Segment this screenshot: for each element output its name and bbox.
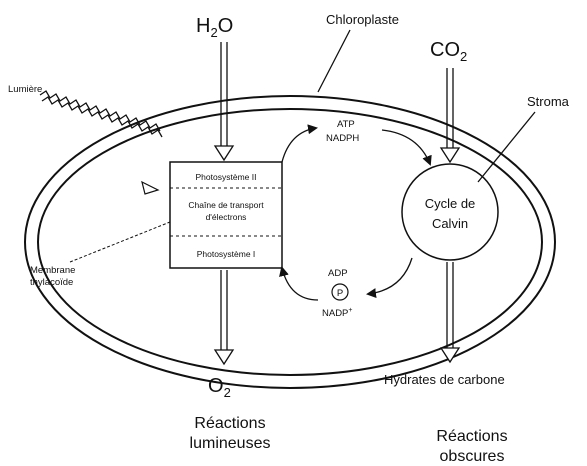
arrow-to-atp bbox=[281, 124, 318, 163]
reactions-obscures-line2: obscures bbox=[440, 448, 505, 465]
calvin-cycle-label-line1: Cycle de bbox=[425, 196, 476, 211]
co2-input-arrow bbox=[439, 68, 461, 164]
h2o-input-arrow bbox=[213, 42, 235, 162]
hydrates-label: Hydrates de carbone bbox=[384, 372, 505, 387]
photosysteme-ii-label: Photosystème II bbox=[196, 172, 257, 182]
phosphate-label: P bbox=[337, 288, 343, 299]
h2o-label: H2O bbox=[196, 15, 233, 40]
reactions-obscures-line1: Réactions bbox=[436, 428, 507, 445]
calvin-cycle-label-line2: Calvin bbox=[432, 216, 468, 231]
co2-label: CO2 bbox=[430, 39, 467, 64]
arrow-calvin-to-adp bbox=[366, 257, 413, 299]
arrow-atp-to-calvin bbox=[381, 129, 432, 166]
chloroplaste-leader bbox=[317, 29, 351, 93]
light-wave-arrow bbox=[39, 90, 163, 195]
reactions-lumineuses-line2: lumineuses bbox=[190, 435, 271, 452]
nadph-label: NADPH bbox=[326, 133, 359, 144]
atp-label: ATP bbox=[337, 119, 355, 130]
chaine-transport-label-line2: d'électrons bbox=[206, 212, 247, 222]
chloroplast-outer-membrane bbox=[24, 95, 556, 389]
nadp-label: NADP+ bbox=[322, 307, 353, 319]
membrane-leader bbox=[69, 221, 171, 263]
stroma-leader bbox=[477, 111, 536, 183]
arrow-adp-to-thylakoid bbox=[279, 266, 319, 301]
lumiere-label: Lumière bbox=[8, 84, 42, 95]
adp-label: ADP bbox=[328, 268, 348, 279]
o2-label: O2 bbox=[208, 375, 231, 400]
chloroplast-inner-membrane bbox=[37, 108, 543, 376]
calvin-cycle-circle bbox=[401, 163, 499, 261]
phosphate-circle bbox=[331, 283, 349, 301]
stroma-label: Stroma bbox=[527, 94, 570, 109]
thylakoid-box bbox=[169, 161, 283, 269]
membrane-label-line1: Membrane bbox=[30, 265, 75, 276]
chloroplaste-label: Chloroplaste bbox=[326, 12, 399, 27]
photosysteme-i-label: Photosystème I bbox=[197, 249, 256, 259]
carbohydrate-output-arrow bbox=[439, 262, 461, 364]
membrane-label-line2: thylacoïde bbox=[30, 277, 73, 288]
chaine-transport-label-line1: Chaîne de transport bbox=[188, 200, 264, 210]
o2-output-arrow bbox=[213, 270, 235, 366]
reactions-lumineuses-line1: Réactions bbox=[194, 415, 265, 432]
